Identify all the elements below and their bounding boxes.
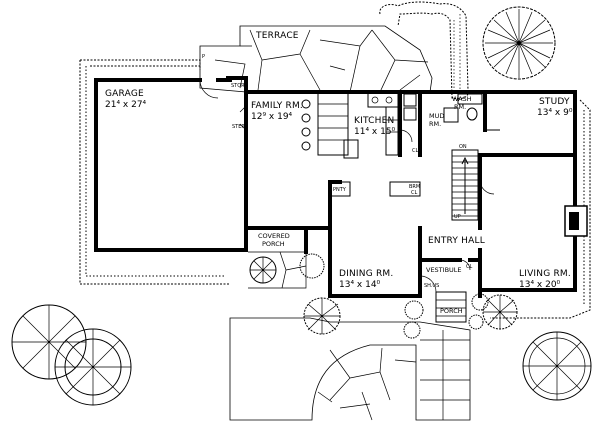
cl-label: CL. [412, 148, 420, 154]
kitchen-fixtures [301, 92, 500, 197]
family-dim: 12⁹ x 19⁴ [251, 112, 293, 122]
dining-label: DINING RM. [339, 269, 393, 279]
shus-label: SH.US [424, 283, 439, 289]
porch-steps [435, 291, 467, 323]
front-walk [229, 317, 471, 421]
stair [451, 149, 479, 221]
covered-porch-label: COVERED [258, 232, 290, 240]
tree-bottom-right [522, 331, 592, 401]
up-label: UP [454, 214, 461, 220]
garage-label: GARAGE [105, 89, 144, 99]
kitchen-label: KITCHEN [354, 116, 394, 126]
planter-circle [249, 256, 277, 284]
walls [94, 76, 577, 298]
room-labels: GARAGE 21⁴ x 27⁴ FAMILY RM. 12⁹ x 19⁴ KI… [105, 89, 573, 315]
mud-label: MUD [429, 112, 444, 120]
living-label: LIVING RM. [519, 269, 571, 279]
mud-label-2: RM. [429, 120, 441, 128]
entry-hall-label: ENTRY HALL [428, 236, 485, 246]
family-label: FAMILY RM. [251, 101, 303, 111]
covered-porch-label-2: PORCH [262, 240, 285, 248]
garage-dim: 21⁴ x 27⁴ [105, 100, 147, 110]
living-dim: 13⁴ x 20⁰ [519, 280, 561, 290]
vestibule-label: VESTIBULE [426, 266, 462, 274]
terrace-label: TERRACE [255, 31, 299, 41]
tree-top-right [482, 6, 556, 80]
cl-label-2: CL [466, 264, 472, 270]
hedge-top [379, 1, 469, 100]
brm-label: BRM [409, 184, 420, 190]
trees-bottom-left [11, 304, 132, 406]
wash-label-2: RM. [454, 103, 466, 111]
terrace-paving: TERRACE [199, 25, 433, 93]
study-dim: 13⁴ x 9⁰ [537, 108, 573, 118]
brm-cl-label: CL [411, 190, 417, 196]
study-label: STUDY [539, 97, 570, 107]
small-labels: STOR STEP P CL. CL SH.US ON UP PNTY BRM … [202, 54, 472, 289]
step-label: STEP [232, 124, 244, 130]
door-swings [199, 79, 495, 293]
fireplace [564, 205, 588, 237]
p-label: P [202, 54, 205, 60]
shrubs-front [299, 253, 518, 339]
wash-label: WASH [452, 95, 472, 103]
porch-label: PORCH [440, 307, 463, 315]
kitchen-dim: 11⁴ x 15⁰ [354, 127, 396, 137]
stor-label: STOR [231, 83, 245, 89]
covered-porch-pavers [248, 251, 307, 289]
on-label: ON [459, 144, 467, 150]
dining-dim: 13⁴ x 14⁰ [339, 280, 381, 290]
pnty-label: PNTY [333, 187, 347, 193]
